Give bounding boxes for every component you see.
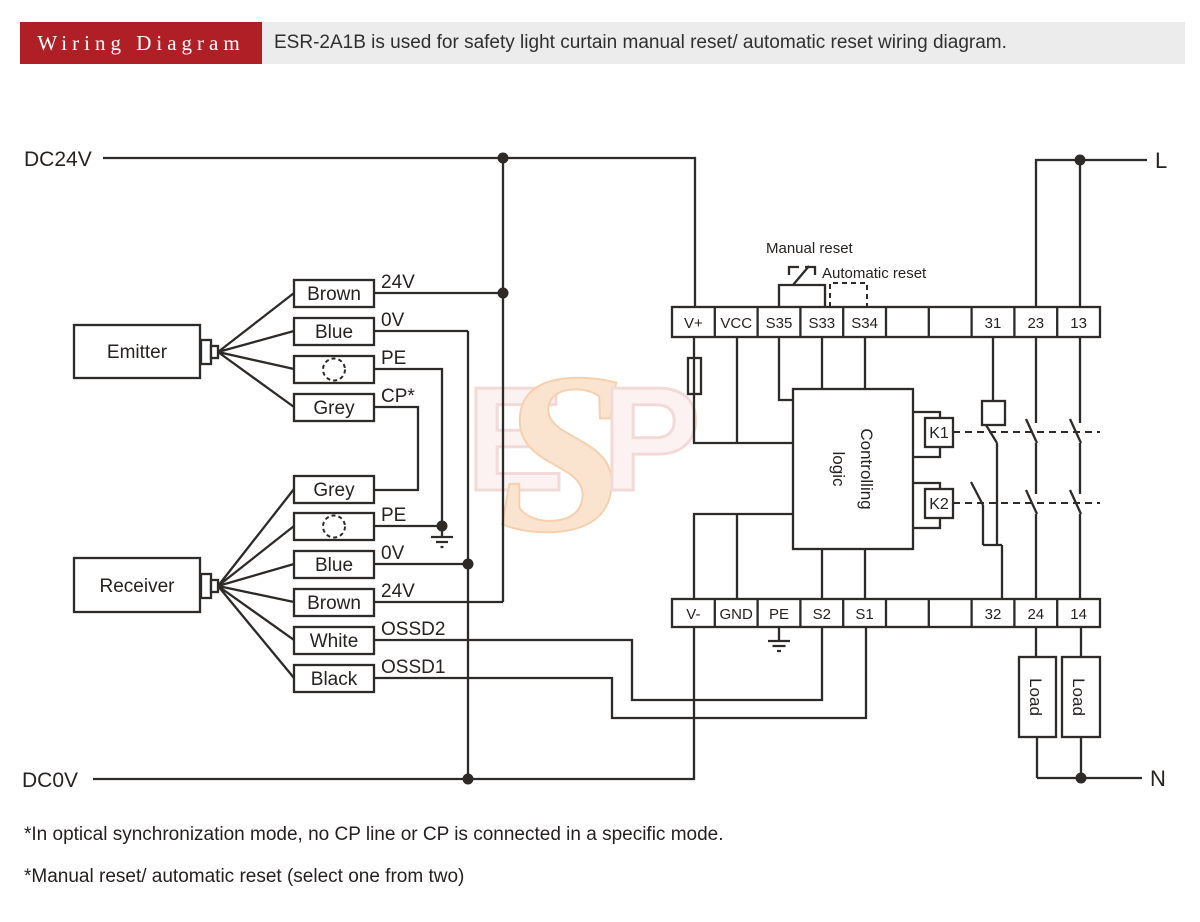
relay-k2-label: K2 <box>929 496 949 513</box>
emitter-wire-brown: Brown <box>307 284 361 305</box>
relay-k1: K1 <box>913 410 1100 459</box>
live-l-wire <box>1034 158 1147 307</box>
terminal-s2: S2 <box>813 606 831 623</box>
terminal-32: 32 <box>985 606 1002 623</box>
emitter-signal-cp: CP* <box>381 386 415 407</box>
header-title-box: Wiring Diagram <box>20 22 262 64</box>
emitter-wire-boxes: Brown Blue Grey 24V 0V PE CP* <box>292 272 415 423</box>
receiver-wire-white: White <box>310 631 359 652</box>
terminal-vplus: V+ <box>684 315 703 332</box>
emitter-shield-icon <box>322 357 346 382</box>
terminal-s33: S33 <box>808 315 835 332</box>
manual-reset-label: Manual reset <box>766 240 854 257</box>
terminal-block-top: V+ VCC S35 S33 S34 31 23 13 <box>670 305 1102 339</box>
terminal-s34: S34 <box>851 315 878 332</box>
terminal-24: 24 <box>1027 606 1044 623</box>
receiver-connector <box>199 572 213 600</box>
page-title: Wiring Diagram <box>37 30 245 55</box>
receiver-signal-24v: 24V <box>381 581 415 602</box>
manual-reset-switch <box>777 265 827 307</box>
feedback-contact-column-31-32 <box>969 337 1007 599</box>
terminal-s1: S1 <box>855 606 873 623</box>
receiver-wire-brown: Brown <box>307 593 361 614</box>
terminal-s35: S35 <box>766 315 793 332</box>
terminal-block-bottom: V- GND PE S2 S1 32 24 14 <box>670 597 1102 629</box>
terminal-vcc: VCC <box>720 315 752 332</box>
live-label: L <box>1155 148 1167 173</box>
dc0v-bus-wire <box>93 627 696 781</box>
receiver-signal-ossd2: OSSD2 <box>381 619 445 640</box>
receiver-wire-boxes: Grey Blue Brown White Black PE 0V 24V OS… <box>292 474 445 694</box>
receiver-wire-grey: Grey <box>313 480 355 501</box>
receiver-wire-blue: Blue <box>315 555 353 576</box>
footnote-cp-mode: *In optical synchronization mode, no CP … <box>24 824 724 845</box>
load-1: Load <box>1017 627 1058 778</box>
dc24v-label: DC24V <box>24 148 92 171</box>
emitter-wire-runs <box>374 291 503 526</box>
junction-dots <box>436 152 1087 785</box>
dc24v-bus-wire <box>103 156 697 307</box>
receiver-signal-pe: PE <box>381 505 406 526</box>
emitter-connector <box>199 338 213 366</box>
output-contact-column-23-24 <box>1024 337 1039 599</box>
terminal-vminus: V- <box>686 606 700 623</box>
receiver-device: Receiver <box>72 488 295 679</box>
relay-k1-label: K1 <box>929 425 949 442</box>
controlling-logic-line1: Controlling <box>857 428 876 509</box>
load-2-label: Load <box>1069 678 1088 716</box>
receiver-wire-runs <box>374 524 868 720</box>
receiver-signal-0v: 0V <box>381 543 405 564</box>
controlling-logic-line2: logic <box>829 452 848 487</box>
terminal-pe-ground-symbol <box>768 627 790 653</box>
terminal-31: 31 <box>985 315 1002 332</box>
controller-supply-wires <box>686 337 867 599</box>
automatic-reset-label: Automatic reset <box>822 265 927 282</box>
emitter-device: Emitter <box>72 292 295 408</box>
emitter-wire-grey: Grey <box>313 398 355 419</box>
terminal-13: 13 <box>1070 315 1087 332</box>
automatic-reset-link <box>829 282 868 307</box>
receiver-shield-icon <box>322 514 346 539</box>
neutral-label: N <box>1150 766 1166 791</box>
load-2: Load <box>1060 627 1102 778</box>
emitter-signal-24v: 24V <box>381 272 415 293</box>
terminal-14: 14 <box>1070 606 1087 623</box>
terminal-pe: PE <box>769 606 789 623</box>
footnote-reset-select: *Manual reset/ automatic reset (select o… <box>24 866 465 887</box>
dc0v-label: DC0V <box>22 769 78 792</box>
emitter-label: Emitter <box>107 342 168 363</box>
receiver-label: Receiver <box>100 576 176 597</box>
header-description-banner: ESR-2A1B is used for safety light curtai… <box>262 22 1185 64</box>
receiver-signal-ossd1: OSSD1 <box>381 657 445 678</box>
emitter-signal-pe: PE <box>381 348 406 369</box>
fuse-icon <box>686 356 703 396</box>
emitter-wire-blue: Blue <box>315 322 353 343</box>
output-contact-column-13-14 <box>1068 337 1083 599</box>
load-1-label: Load <box>1026 678 1045 716</box>
emitter-signal-0v: 0V <box>381 310 405 331</box>
controlling-logic-box: Controlling logic <box>791 387 915 551</box>
terminal-23: 23 <box>1027 315 1044 332</box>
relay-k2: K2 <box>913 481 1100 530</box>
receiver-wire-black: Black <box>311 669 358 690</box>
terminal-gnd: GND <box>720 606 754 623</box>
header-description: ESR-2A1B is used for safety light curtai… <box>274 32 1007 53</box>
